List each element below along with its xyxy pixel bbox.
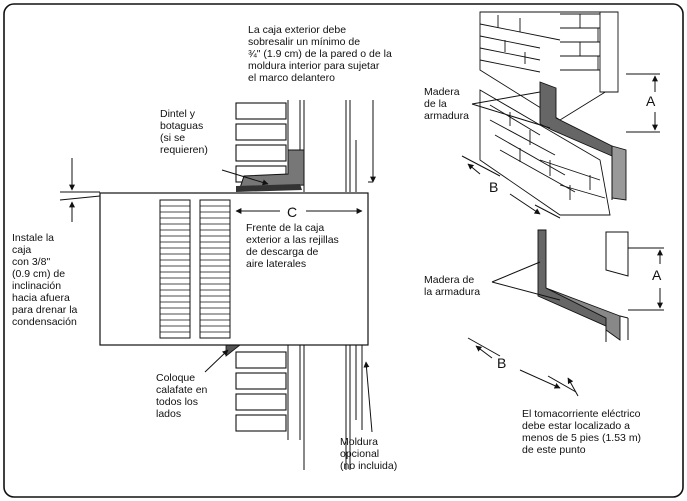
ac-cabinet bbox=[99, 192, 369, 346]
dimension-b-bottom bbox=[467, 337, 577, 393]
dimension-label-a-bottom: A bbox=[652, 267, 662, 283]
figure-border bbox=[3, 3, 684, 498]
label-optional-molding: Moldura opcional (no incluida) bbox=[340, 436, 398, 472]
tilt-indicator bbox=[59, 158, 101, 222]
dimension-b-top bbox=[461, 155, 561, 219]
dimension-a-top bbox=[626, 73, 660, 133]
stud-frame-perspective bbox=[605, 231, 629, 277]
label-frame-wood-top: Madera de la armadura bbox=[424, 86, 469, 122]
dimension-label-b-bottom: B bbox=[497, 355, 507, 371]
label-electrical-outlet: El tomacorriente eléctrico debe estar lo… bbox=[522, 408, 642, 456]
dimension-label-a-top: A bbox=[646, 93, 656, 109]
label-outer-case-overhang: La caja exterior debe sobresalir un míni… bbox=[248, 24, 392, 84]
leader-lines-wood-top bbox=[471, 91, 551, 129]
leader-lines-wood-bottom bbox=[491, 261, 579, 397]
label-lintel-flashing: Dintel y botaguas (si se requieren) bbox=[160, 108, 208, 156]
dimension-label-c: C bbox=[287, 204, 298, 220]
label-front-to-louvers: Frente de la caja exterior a las rejilla… bbox=[246, 222, 339, 270]
label-caulk: Coloque calafate en todos los lados bbox=[156, 372, 208, 420]
dimension-a-bottom bbox=[628, 247, 664, 311]
brick-wall-perspective bbox=[479, 11, 619, 216]
ac-louvers bbox=[159, 199, 231, 339]
leader-lines-left bbox=[204, 100, 376, 433]
label-frame-wood-bottom: Madera de la armadura bbox=[424, 274, 481, 298]
dimension-label-b-top: B bbox=[489, 179, 499, 195]
label-install-tilt: Instale la caja con 3/8" (0.9 cm) de inc… bbox=[12, 232, 78, 328]
